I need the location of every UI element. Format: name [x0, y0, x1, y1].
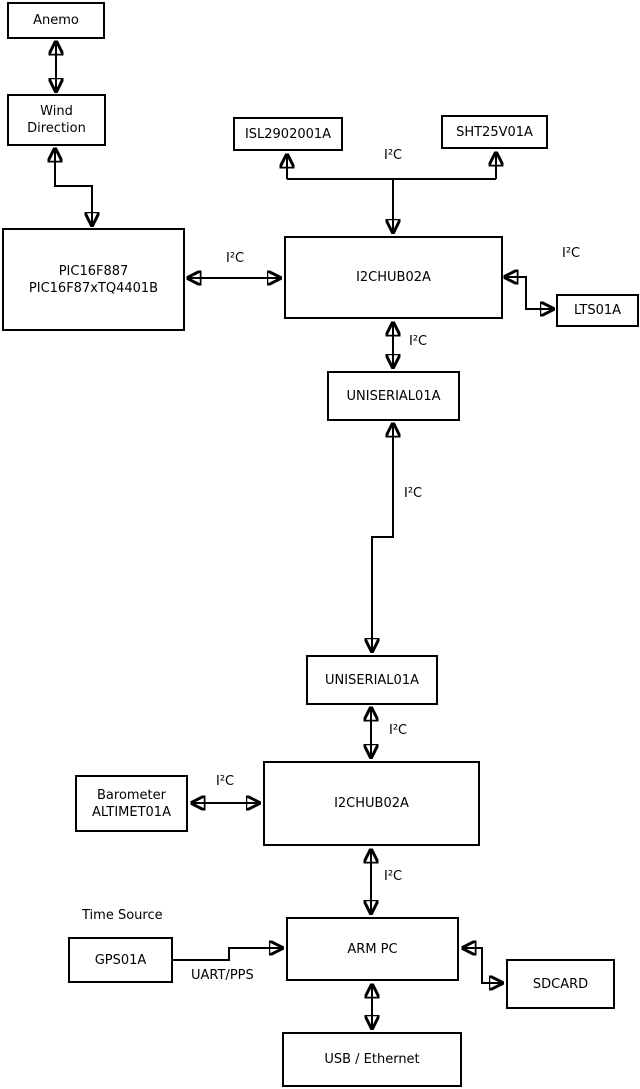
edge-arm-sdcard [462, 948, 503, 983]
edge-uniserial-uniserial [372, 423, 393, 652]
label-uniserial-link-i2c: I²C [404, 486, 423, 501]
node-lts01a: LTS01A [556, 294, 639, 327]
label-uart-pps: UART/PPS [191, 968, 254, 983]
node-pic-microcontroller: PIC16F887 PIC16F87xTQ4401B [2, 228, 185, 331]
label-hub-uniserial-i2c: I²C [409, 334, 428, 349]
node-uniserial01a-bottom: UNISERIAL01A [306, 655, 438, 705]
node-usb-ethernet: USB / Ethernet [282, 1032, 462, 1087]
label-uniserial-hub-i2c: I²C [389, 723, 408, 738]
label-sensor-bus-i2c: I²C [384, 148, 403, 163]
node-anemo: Anemo [7, 2, 105, 39]
node-i2chub02a-top: I2CHUB02A [284, 236, 503, 319]
label-barometer-hub-i2c: I²C [216, 774, 235, 789]
label-time-source: Time Source [82, 908, 163, 923]
label-hub-arm-i2c: I²C [384, 869, 403, 884]
edge-wind-pic [55, 148, 92, 226]
node-uniserial01a-top: UNISERIAL01A [327, 371, 460, 421]
node-arm-pc: ARM PC [286, 917, 459, 981]
edge-hub-lts [504, 277, 554, 309]
edge-gps-arm [173, 948, 283, 961]
label-pic-hub-i2c: I²C [226, 251, 245, 266]
label-lts-i2c: I²C [562, 246, 581, 261]
node-sht25v01a: SHT25V01A [441, 115, 548, 149]
node-wind-direction: Wind Direction [7, 94, 106, 146]
node-gps01a: GPS01A [68, 937, 173, 983]
node-i2chub02a-bottom: I2CHUB02A [263, 761, 480, 846]
node-isl2902001a: ISL2902001A [233, 117, 343, 151]
node-sdcard: SDCARD [506, 959, 615, 1009]
node-barometer-altimet01a: Barometer ALTIMET01A [75, 775, 188, 832]
